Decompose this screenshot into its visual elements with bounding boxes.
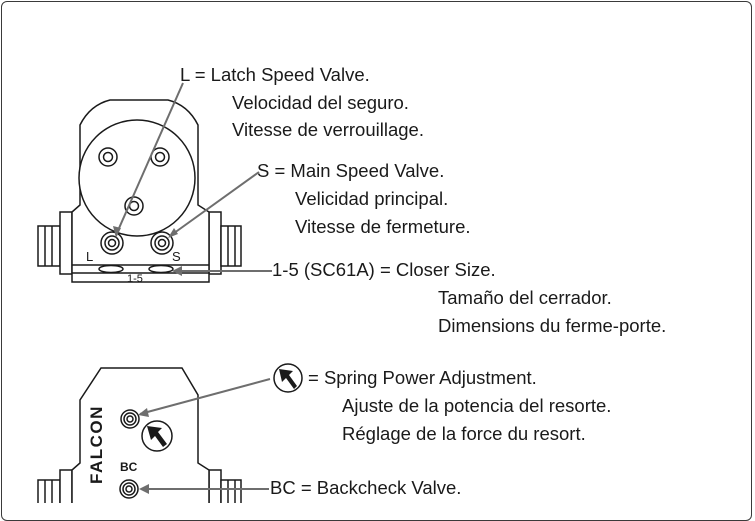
bottom-closer-body	[37, 367, 242, 503]
spring-callout-es: Ajuste de la potencia del resorte.	[342, 395, 612, 416]
body-outline-bottom	[71, 367, 210, 503]
spring-callout-title: = Spring Power Adjustment.	[308, 367, 537, 388]
closer-diagram: L S 1-5 FALCON BC	[37, 82, 303, 503]
latch-callout-fr: Vitesse de verrouillage.	[232, 119, 424, 140]
main-callout-fr: Vitesse de fermeture.	[295, 216, 471, 237]
valve-l-mark: L	[86, 249, 93, 264]
size-callout-fr: Dimensions du ferme-porte.	[438, 315, 667, 336]
size-callout-es: Tamaño del cerrador.	[438, 287, 612, 308]
arrow-in-circle-icon	[141, 420, 173, 452]
main-callout-title: S = Main Speed Valve.	[257, 160, 445, 181]
right-fitting-bottom	[208, 469, 222, 503]
backcheck-valve	[119, 479, 139, 499]
latch-callout-es: Velocidad del seguro.	[232, 92, 409, 113]
left-fitting-bottom	[37, 479, 61, 503]
valve-l	[100, 231, 124, 255]
leader-main	[169, 171, 260, 237]
main-callout-es: Velicidad principal.	[295, 188, 449, 209]
leader-latch	[115, 82, 184, 236]
valve-s	[150, 231, 174, 255]
spring-callout-fr: Réglage de la force du resort.	[342, 423, 586, 444]
left-fitting	[37, 225, 61, 267]
backcheck-callout-title: BC = Backcheck Valve.	[270, 477, 462, 498]
top-closer-body	[37, 99, 242, 283]
leader-spring	[139, 378, 271, 415]
size-stamp: 1-5	[127, 273, 143, 285]
arrow-in-circle-icon	[273, 363, 303, 393]
bore-circle	[78, 119, 196, 237]
bc-mark: BC	[120, 460, 138, 474]
spring-adjust-screw	[120, 409, 140, 429]
right-fitting	[208, 211, 222, 275]
latch-callout-title: L = Latch Speed Valve.	[180, 64, 370, 85]
brand-mark: FALCON	[87, 405, 106, 484]
size-callout-title: 1-5 (SC61A) = Closer Size.	[272, 259, 496, 280]
valve-s-mark: S	[172, 249, 181, 264]
